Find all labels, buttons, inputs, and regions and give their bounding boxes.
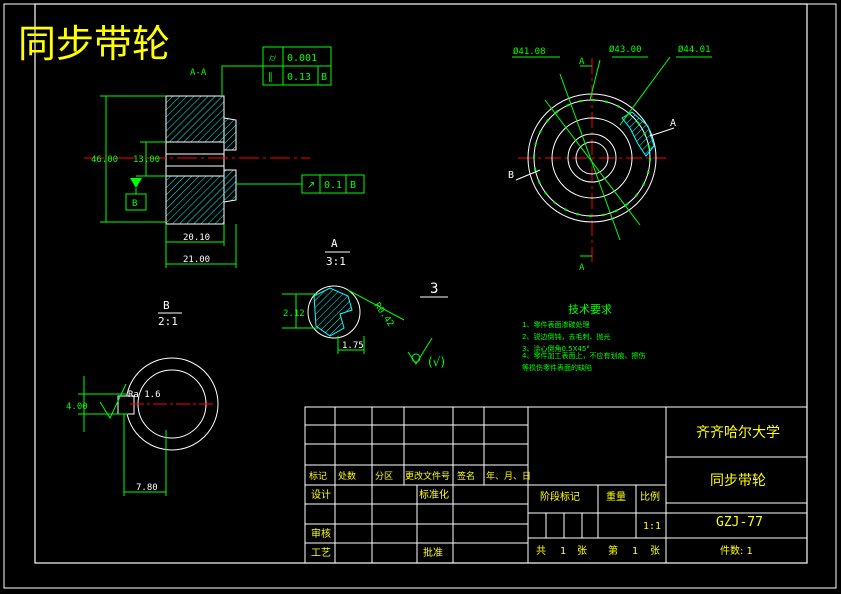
dim-d2: Ø43.00 (609, 44, 642, 55)
section-view: A-A ⌭ ∥ 0.001 0.13 B 46.00 13.00 B (84, 46, 365, 268)
tb-header: 更改文件号 (405, 470, 450, 482)
title-block: 标记 处数 分区 更改文件号 签名 年、月、日 设计 标准化 审核 工艺 批准 … (304, 406, 808, 564)
detail-b-w: 7.80 (136, 483, 158, 493)
detail-a-name: A (331, 237, 338, 250)
tb-standardize: 标准化 (419, 488, 449, 501)
tb-header: 分区 (375, 471, 393, 482)
section-label: A-A (190, 68, 207, 78)
detail-a: A 3:1 2.12 R0.42 1.75 (282, 237, 405, 354)
dim-width2: 21.00 (183, 255, 210, 265)
tb-pieces: 件数: 1 (720, 544, 753, 557)
tb-page: 第 (608, 544, 618, 557)
tech-req-item: 2、锐边倒钝，去毛刺、抛光 (522, 332, 610, 341)
tb-design: 设计 (311, 488, 331, 501)
detail-a-w: 1.75 (342, 341, 364, 351)
tb-school: 齐齐哈尔大学 (696, 425, 780, 441)
flatness-icon: ⌭ (269, 53, 277, 64)
dim-width1: 20.10 (183, 233, 210, 243)
tolerance-frame-runout (301, 174, 365, 194)
tb-weight: 重量 (606, 490, 626, 503)
datum-triangle (130, 178, 142, 188)
tb-header: 签名 (457, 470, 475, 482)
roughness-note: (√) (428, 355, 445, 369)
front-view: Ø41.08 Ø43.00 Ø44.01 A A A B (508, 44, 712, 273)
roughness-value: 3 (430, 281, 438, 297)
tol-runout-ref: B (350, 180, 356, 191)
dim-outer: 46.00 (91, 155, 118, 165)
detail-b-scale: 2:1 (158, 315, 178, 328)
tb-page-unit: 张 (650, 545, 660, 557)
dim-d3: Ø44.01 (678, 44, 711, 55)
tech-req-item: 4、零件加工表面上，不应有划痕、擦伤 (522, 351, 645, 360)
parallel-icon: ∥ (268, 72, 273, 83)
datum-box (125, 193, 147, 211)
tb-header: 年、月、日 (486, 470, 531, 482)
front-label-b: B (508, 170, 514, 181)
dim-d1: Ø41.08 (513, 46, 546, 57)
tb-header: 处数 (338, 470, 356, 482)
tb-total: 共 (536, 545, 546, 557)
roughness-symbol: 3 (√) (407, 281, 448, 369)
tb-drawing-no: GZJ-77 (716, 515, 763, 530)
tech-req-item: 等损伤零件表面的缺陷 (522, 363, 592, 372)
datum-label: B (132, 199, 137, 209)
svg-text:A: A (579, 57, 585, 67)
tech-req-item: 3、涂心倒角0.5X45° (522, 344, 590, 353)
tb-review: 审核 (311, 527, 331, 540)
runout-icon: ↗ (307, 180, 315, 191)
tech-req-item: 1、零件表面渗碳处理 (522, 320, 589, 329)
tol-parallel: 0.13 (287, 72, 311, 83)
tb-total-n: 1 (560, 546, 566, 557)
tb-header: 标记 (309, 470, 327, 482)
detail-b-ra: Ra 1.6 (128, 390, 161, 400)
tol-flatness: 0.001 (287, 53, 317, 64)
tb-part-name: 同步带轮 (710, 473, 766, 489)
tech-requirements: 技术要求 1、零件表面渗碳处理 2、锐边倒钝，去毛刺、抛光 3、涂心倒角0.5X… (522, 303, 645, 372)
tb-approve: 批准 (423, 546, 443, 559)
tol-ref-b: B (321, 72, 327, 83)
tol-runout: 0.1 (324, 180, 342, 191)
detail-b: B 2:1 4.00 Ra 1.6 7.80 (66, 299, 219, 496)
tooth-detail-area (621, 111, 655, 157)
detail-a-scale: 3:1 (326, 255, 346, 268)
front-label-a: A (670, 118, 676, 129)
tech-req-heading: 技术要求 (568, 303, 612, 316)
detail-a-r: R0.42 (372, 301, 396, 329)
tb-page-n: 1 (632, 546, 638, 557)
tb-stage-mark: 阶段标记 (540, 490, 580, 503)
svg-text:A: A (579, 263, 585, 273)
tb-ratio: 比例 (640, 490, 660, 503)
tb-scale: 1:1 (643, 521, 661, 532)
detail-a-h: 2.12 (283, 309, 305, 319)
dim-bore: 13.00 (133, 155, 160, 165)
detail-b-h: 4.00 (66, 402, 88, 412)
tb-process: 工艺 (311, 547, 331, 559)
detail-b-name: B (163, 299, 170, 312)
page-title: 同步带轮 (18, 22, 170, 66)
tb-sheets: 张 (577, 545, 587, 557)
